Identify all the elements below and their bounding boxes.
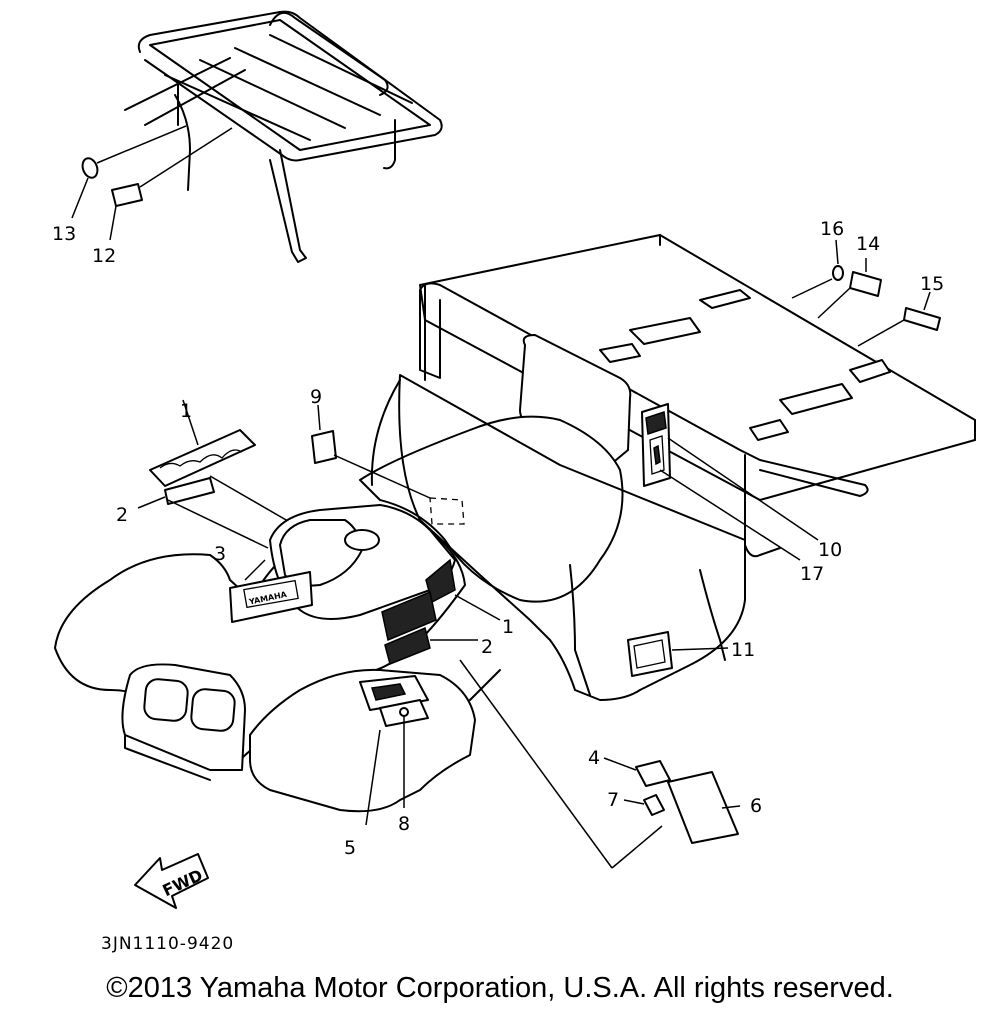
side-decal-group bbox=[381, 558, 501, 666]
callout-12: 12 bbox=[92, 245, 116, 267]
callout-10: 10 bbox=[818, 539, 842, 561]
callout-2-lower: 2 bbox=[481, 636, 493, 658]
callout-9: 9 bbox=[310, 386, 322, 408]
callout-1-upper: 1 bbox=[180, 400, 192, 422]
part-13-reflector bbox=[71, 125, 187, 219]
callout-4: 4 bbox=[588, 747, 600, 769]
copyright-notice: ©2013 Yamaha Motor Corporation, U.S.A. A… bbox=[106, 972, 894, 1004]
front-fender-body: YAMAHA bbox=[54, 504, 501, 813]
part-2-upper-decal bbox=[137, 475, 301, 549]
rear-cargo-bed bbox=[359, 234, 976, 701]
parts-4-6-7 bbox=[603, 757, 741, 844]
callout-2-upper: 2 bbox=[116, 504, 128, 526]
parts-14-15-16 bbox=[791, 239, 941, 347]
callout-13: 13 bbox=[52, 223, 76, 245]
part-1-upper-decal bbox=[149, 399, 256, 487]
callout-5: 5 bbox=[344, 837, 356, 859]
callout-labels: 1 2 3 1 2 4 5 6 7 8 9 10 11 12 13 14 15 … bbox=[52, 218, 944, 859]
part-9-label bbox=[311, 404, 465, 525]
callout-7: 7 bbox=[607, 789, 619, 811]
leader-lines bbox=[244, 437, 819, 826]
callout-17: 17 bbox=[800, 563, 824, 585]
callout-16: 16 bbox=[820, 218, 844, 240]
drawing-code: 3JN1110-9420 bbox=[101, 934, 235, 954]
callout-15: 15 bbox=[920, 273, 944, 295]
fwd-direction-arrow: FWD bbox=[134, 853, 209, 909]
callout-14: 14 bbox=[856, 233, 880, 255]
front-carrier-rack bbox=[124, 10, 443, 263]
part-12-label bbox=[109, 127, 233, 241]
v-leader-lines bbox=[459, 659, 663, 869]
callout-3: 3 bbox=[214, 543, 226, 565]
callout-8: 8 bbox=[398, 813, 410, 835]
callout-6: 6 bbox=[750, 795, 762, 817]
callout-1-lower: 1 bbox=[502, 616, 514, 638]
callout-11: 11 bbox=[731, 639, 755, 661]
